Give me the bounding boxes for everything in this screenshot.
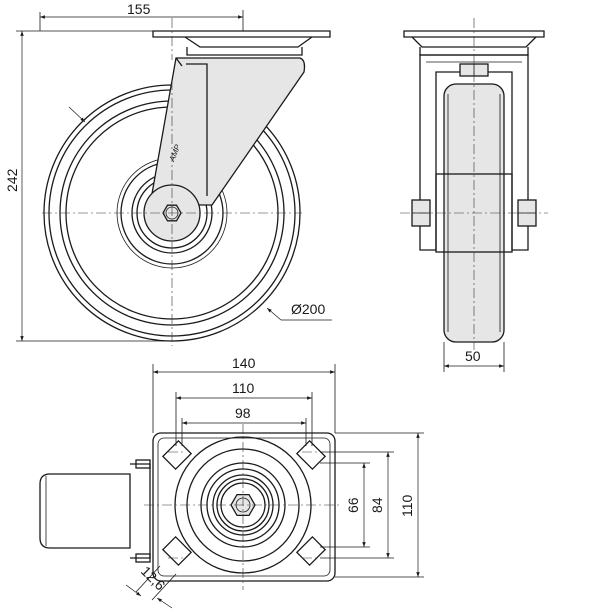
dim-hole-spacing-inner: 98 [235,405,251,421]
dim-wheel-width: 50 [465,348,481,364]
side-view-fork [149,57,306,206]
dim-hole-spacing-v-inner: 66 [345,497,361,513]
dim-total-height: 242 [4,168,20,192]
dim-hole-spacing-outer: 110 [232,380,255,396]
side-view: AMP 155 242 Ø200 [4,1,332,346]
side-view-top-plate [152,30,331,38]
dim-plate-width-side: 155 [127,1,151,17]
front-view: 50 [400,18,548,372]
dim-hole-spacing-v-outer: 110 [399,494,415,517]
dim-plate-width: 140 [232,355,256,371]
dim-slot-width: 12,6 [138,563,169,594]
mounting-slots [161,439,327,567]
top-view: 140 110 98 66 84 110 12,6 [39,355,424,609]
dim-hole-spacing-v-mid: 84 [369,497,385,513]
dim-wheel-diameter: Ø200 [291,301,325,317]
top-plate [152,432,336,582]
